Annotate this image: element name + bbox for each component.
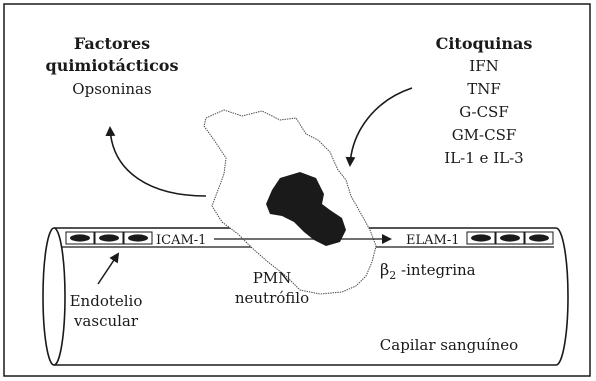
label-opsoninas: Opsoninas [72,80,151,98]
label-factores: Factores [74,34,150,53]
cell-nucleus [500,234,520,241]
arrow-to-factores [110,128,206,196]
citoquina-item: GM-CSF [452,126,517,144]
citoquina-item: TNF [467,80,501,98]
label-icam-1: ICAM-1 [156,233,206,248]
integrina-text: -integrina [396,261,475,279]
arrow-from-citoquinas [350,88,412,165]
arrow-endotelio [98,254,118,284]
label-endotelio: Endotelio [70,292,143,310]
label-pmn: PMN [253,269,292,287]
label-elam-1: ELAM-1 [406,233,460,248]
beta-symbol: β [380,260,389,279]
endothelial-cells-left [66,232,152,244]
citoquina-item: G-CSF [459,103,509,121]
label-vascular: vascular [73,312,139,330]
cell-nucleus [128,234,148,241]
label-beta-integrina: β2 -integrina [380,260,476,282]
citoquina-item: IFN [469,57,498,75]
vessel-left-opening [43,228,65,365]
beta-subscript: 2 [389,269,396,282]
label-citoquinas: Citoquinas [436,34,533,53]
vessel-right-end [556,228,568,365]
label-capilar-sanguineo: Capilar sanguíneo [380,336,518,354]
cell-nucleus [471,234,491,241]
endothelial-cells-right [467,232,553,244]
cell-nucleus [99,234,119,241]
citoquina-item: IL-1 e IL-3 [444,149,523,167]
cell-nucleus [70,234,90,241]
label-neutrofilo: neutrófilo [235,289,309,307]
label-quimiotacticos: quimiotácticos [46,56,179,75]
cell-nucleus [529,234,549,241]
